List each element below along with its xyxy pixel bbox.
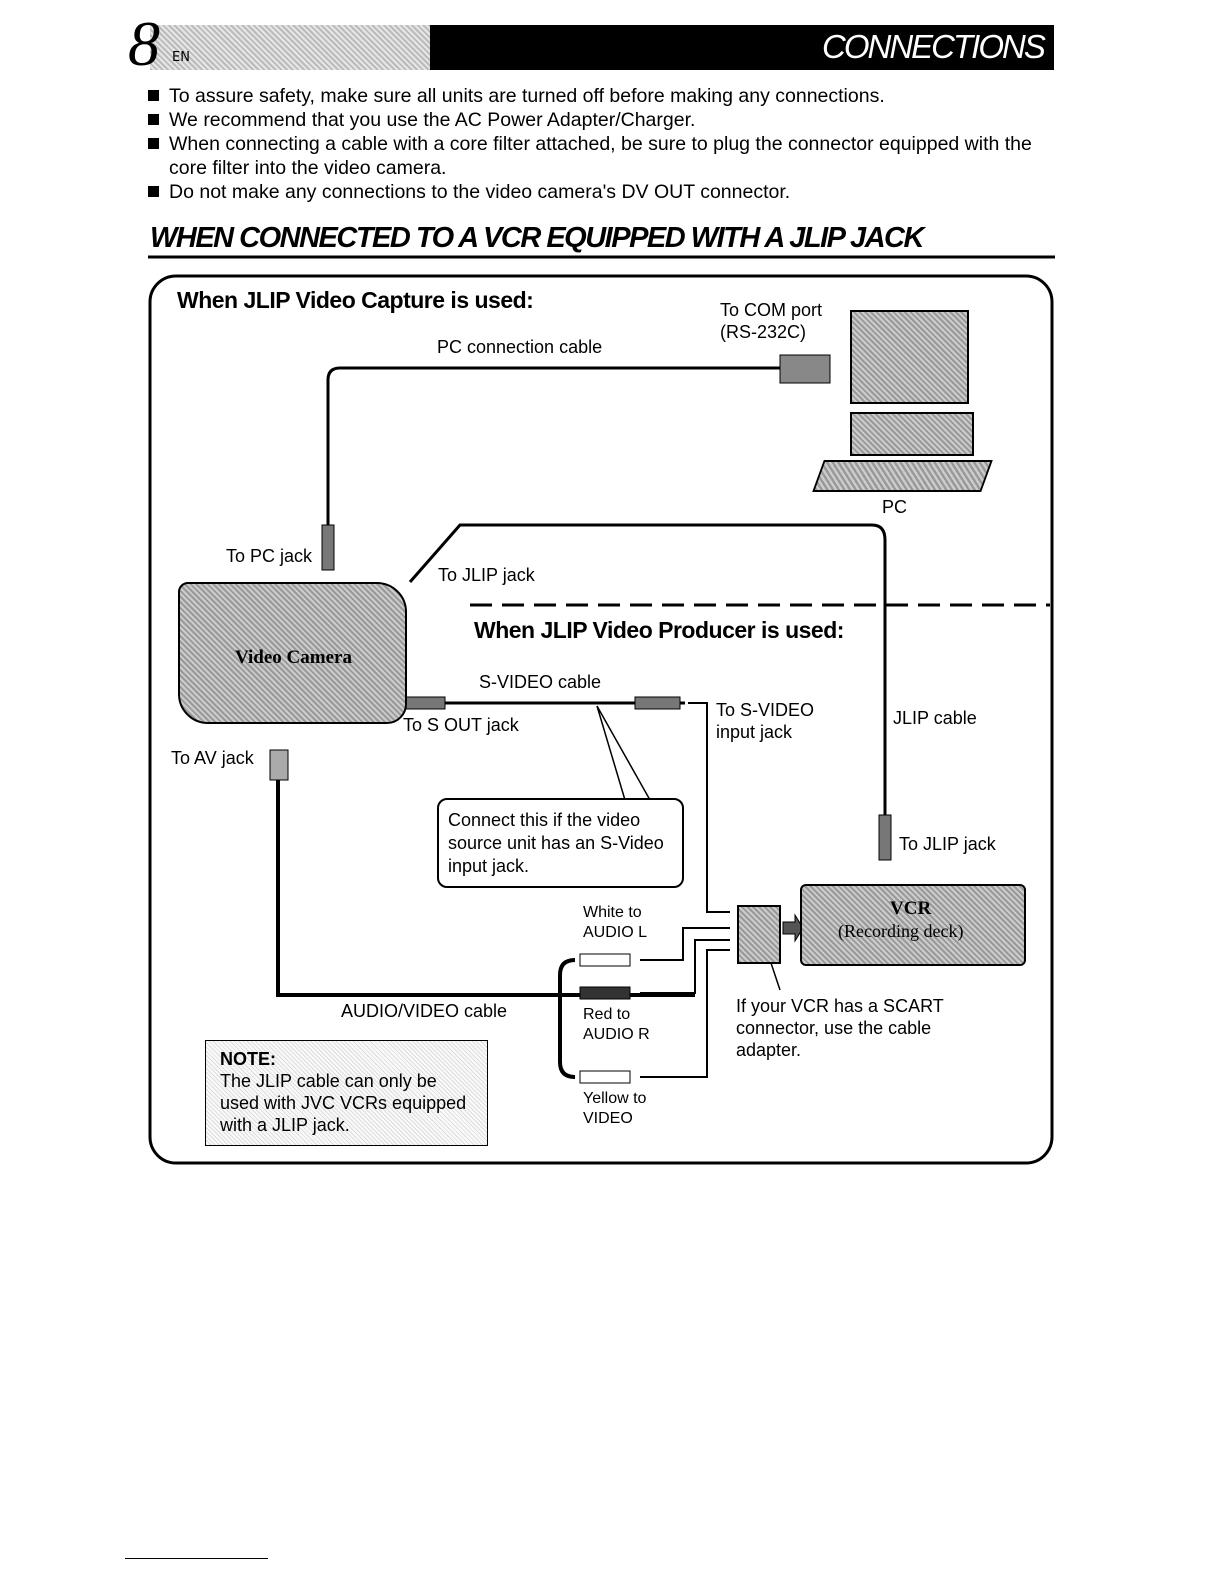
svideo-cable-label: S-VIDEO cable bbox=[479, 672, 602, 692]
pc-cable-label: PC connection cable bbox=[437, 337, 603, 357]
jlip-plug-vcr bbox=[878, 814, 892, 861]
capture-title: When JLIP Video Capture is used: bbox=[177, 287, 534, 313]
com-port-label: To COM port bbox=[720, 300, 823, 320]
section-heading: WHEN CONNECTED TO A VCR EQUIPPED WITH A … bbox=[150, 222, 924, 254]
bullet-item: Do not make any connections to the video… bbox=[148, 180, 1054, 204]
jlip-cable-label: JLIP cable bbox=[893, 708, 977, 728]
vcr-icon bbox=[800, 884, 1026, 966]
pc-label: PC bbox=[882, 497, 908, 517]
com-port-label-2: (RS-232C) bbox=[720, 322, 807, 342]
jlip-cable bbox=[408, 523, 887, 815]
video-camera-icon bbox=[178, 582, 407, 724]
diagram-frame bbox=[148, 274, 1054, 1165]
keyboard-icon bbox=[812, 460, 993, 492]
language-code: EN bbox=[172, 50, 190, 65]
bullet-item: We recommend that you use the AC Power A… bbox=[148, 108, 1054, 132]
to-s-out-label: To S OUT jack bbox=[403, 715, 519, 735]
pc-plug bbox=[321, 524, 335, 571]
av-cable bbox=[276, 780, 695, 997]
to-jlip-jack-label: To JLIP jack bbox=[438, 565, 535, 585]
header-pattern bbox=[150, 25, 435, 70]
producer-title: When JLIP Video Producer is used: bbox=[474, 617, 844, 643]
pc-tower-icon bbox=[850, 412, 974, 456]
av-cable-label: AUDIO/VIDEO cable bbox=[341, 1001, 508, 1021]
bullet-item: To assure safety, make sure all units ar… bbox=[148, 84, 1054, 108]
pc-monitor-icon bbox=[850, 310, 969, 404]
to-jlip-jack-vcr-label: To JLIP jack bbox=[899, 834, 996, 854]
pc-cable bbox=[326, 366, 780, 525]
to-svideo-label-2: input jack bbox=[716, 722, 793, 742]
to-pc-jack-label: To PC jack bbox=[226, 546, 313, 566]
com-connector bbox=[779, 354, 831, 384]
scart-adapter-icon bbox=[737, 905, 781, 964]
bullet-item: When connecting a cable with a core filt… bbox=[148, 132, 1054, 180]
to-av-jack-label: To AV jack bbox=[171, 748, 254, 768]
camera-label: Video Camera bbox=[235, 647, 352, 668]
page-title: CONNECTIONS bbox=[822, 28, 1046, 65]
vcr-sublabel: (Recording deck) bbox=[838, 921, 964, 941]
header-bar bbox=[430, 25, 1054, 70]
to-svideo-label: To S-VIDEO bbox=[716, 700, 815, 720]
vcr-label: VCR bbox=[890, 898, 932, 919]
page-number: 8 bbox=[128, 8, 160, 79]
footer-rule bbox=[125, 1558, 268, 1559]
